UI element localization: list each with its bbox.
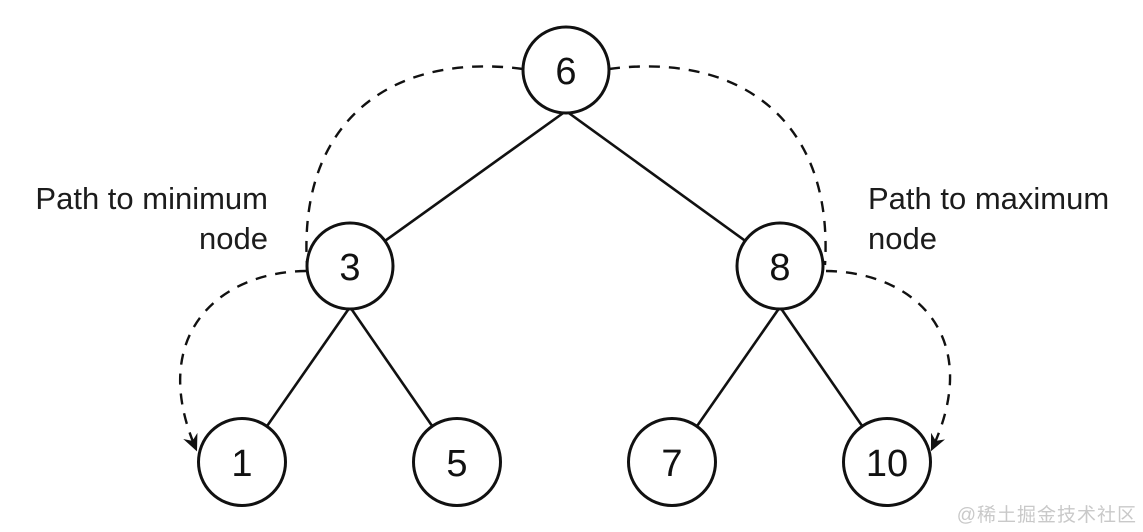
min-path-label-line2: node bbox=[199, 221, 268, 256]
max-path-arc-to-max-node bbox=[825, 269, 952, 452]
tree-node-value: 1 bbox=[231, 443, 252, 485]
tree-node-circle-1 bbox=[197, 417, 287, 507]
tree-node-value: 3 bbox=[339, 247, 360, 289]
max-path-label: Path to maximum node bbox=[868, 179, 1138, 259]
tree-node-circle-10 bbox=[842, 417, 932, 507]
tree-node-circle-3 bbox=[305, 221, 395, 311]
tree-node-value: 5 bbox=[446, 443, 467, 485]
tree-node-value: 10 bbox=[866, 443, 908, 485]
max-path-label-line1: Path to maximum bbox=[868, 181, 1110, 216]
tree-node-value: 7 bbox=[661, 443, 682, 485]
tree-node-value: 8 bbox=[769, 247, 790, 289]
min-path-arc-root-to-left-child bbox=[305, 65, 524, 266]
min-path-label-line1: Path to minimum bbox=[35, 181, 268, 216]
tree-node-circle-7 bbox=[627, 417, 717, 507]
max-path-label-line2: node bbox=[868, 221, 937, 256]
min-path-label: Path to minimum node bbox=[14, 179, 268, 259]
tree-node-circle-6 bbox=[521, 25, 611, 115]
min-path-arc-to-min-node bbox=[178, 269, 307, 452]
tree-node-circle-5 bbox=[412, 417, 502, 507]
tree-node-value: 6 bbox=[555, 51, 576, 93]
max-path-arc-root-to-right-child bbox=[608, 65, 827, 266]
watermark: @稀土掘金技术社区 bbox=[956, 505, 1137, 526]
tree-node-circle-8 bbox=[735, 221, 825, 311]
